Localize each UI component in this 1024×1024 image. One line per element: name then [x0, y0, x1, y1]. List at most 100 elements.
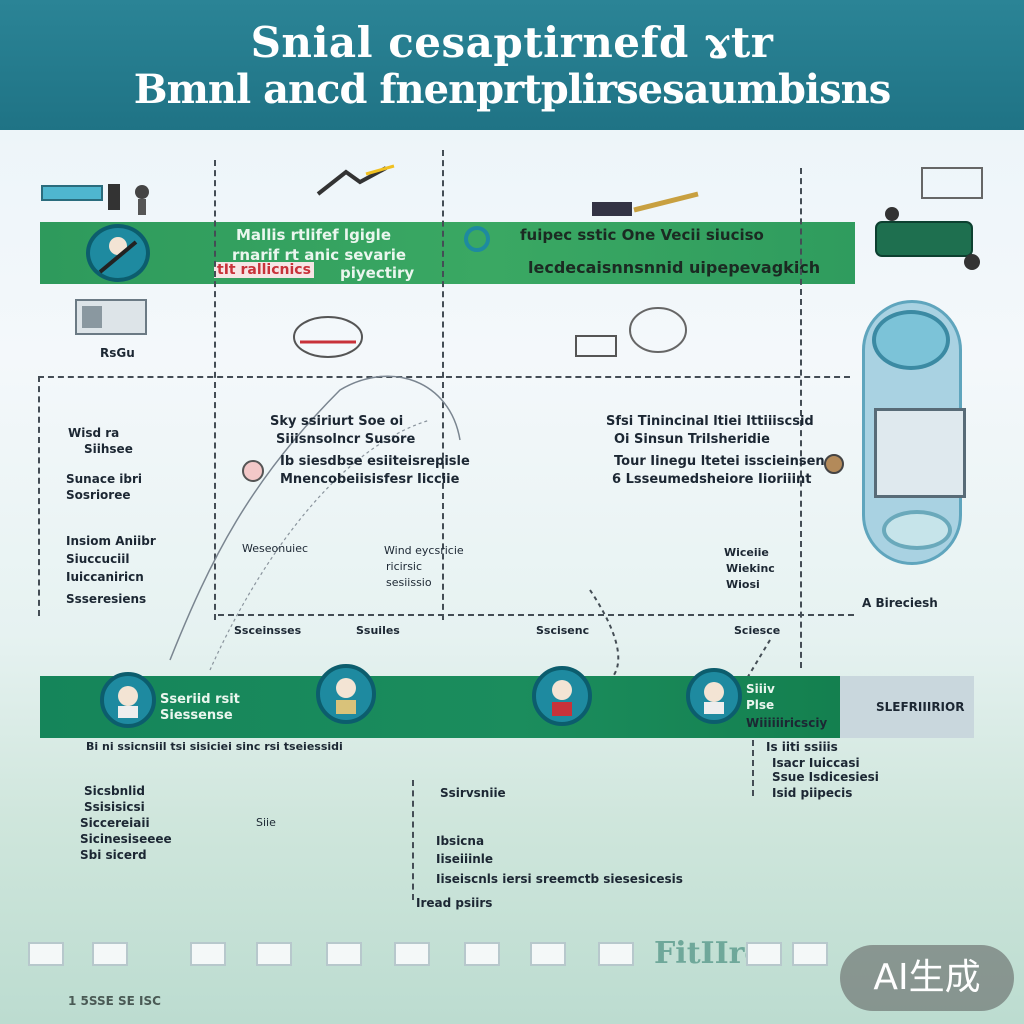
thumbnail-icon — [326, 942, 362, 966]
mid-right-text: 6 Lsseumedsheiore Iioriiint — [612, 472, 812, 487]
bottom-strip-label: FitIIrc — [654, 936, 763, 971]
thumbnail-icon — [792, 942, 828, 966]
mid-left-text: Sky ssiriurt Soe oi — [270, 414, 404, 429]
bottom-left-text: Ssisisicsi — [84, 800, 145, 814]
divider — [38, 376, 40, 616]
scientist-icon — [86, 224, 150, 282]
ai-generated-badge: AI生成 — [840, 945, 1014, 1011]
pin-icon — [824, 454, 844, 474]
left-label: Siihsee — [84, 442, 133, 456]
connector-lines — [169, 375, 771, 690]
bottom-right-text: Isacr Iuiccasi — [772, 756, 860, 770]
person-icon — [100, 672, 156, 728]
step-small-label: Sciesce — [734, 624, 781, 637]
divider — [752, 740, 754, 796]
title-banner: Snial cesaptirnefd ɤtr Bmnl ancd fnenprt… — [0, 0, 1024, 130]
left-label: Sunace ibri — [66, 472, 142, 486]
thumbnail-icon — [530, 942, 566, 966]
mid-small-label: sesiissio — [386, 576, 432, 589]
band-bottom-right-text: Plse — [746, 698, 775, 712]
bottom-mid-text: Iiseiscnls iersi sreemctb siesesicesis — [436, 872, 683, 886]
bottom-mid-last: Iread psiirs — [416, 896, 493, 910]
divider — [38, 376, 850, 378]
equipment-icon — [575, 307, 687, 357]
band-end-label: SLEFRIIIRIOR — [876, 700, 965, 714]
under-band-text: Bi ni ssicnsiil tsi sisiciei sinc rsi ts… — [86, 740, 343, 753]
person-icon — [686, 668, 742, 724]
right-label: A Bireciesh — [862, 596, 938, 610]
mid-small-label: Wiekinc — [726, 562, 775, 575]
left-label: Siuccuciil — [66, 552, 130, 566]
device-icon — [882, 510, 952, 550]
step-small-label: Ssceinsses — [234, 624, 302, 637]
bottom-left-extra: Siie — [256, 816, 276, 829]
left-label: Iuiccaniricn — [66, 570, 144, 584]
left-label: Wisd ra — [68, 426, 120, 440]
bottom-mid-text: Iiseiiinle — [436, 852, 493, 866]
step-small-label: Ssuiles — [356, 624, 400, 637]
mid-small-label: Weseonuiec — [242, 542, 309, 555]
leaf-icon — [464, 226, 490, 252]
band-end-box — [840, 676, 974, 738]
monitor-icon — [874, 408, 966, 498]
divider — [218, 614, 854, 616]
left-small-label: RsGu — [100, 346, 135, 360]
bottom-mid-text: Ssirvsniie — [440, 786, 506, 800]
band-top-right-line1: fuipec sstic One Vecii siuciso — [520, 226, 764, 244]
doctor-icon — [532, 666, 592, 726]
divider — [412, 780, 414, 900]
process-band-top — [40, 222, 855, 284]
bottom-left-text: Sbi sicerd — [80, 848, 147, 862]
vehicle-icon — [592, 191, 699, 216]
thumbnail-icon — [256, 942, 292, 966]
mid-small-label: ricirsic — [386, 560, 423, 573]
bottom-left-text: Siccereiaii — [80, 816, 150, 830]
band-top-right-line2: lecdecaisnnsnnid uipepevagkich — [528, 258, 821, 277]
mid-right-text: Tour Iinegu ltetei isscieinsen — [614, 454, 825, 469]
mid-right-text: Sfsi Tinincinal ltiei Ittiiiscsid — [606, 414, 814, 429]
pin-icon — [242, 460, 264, 482]
thumbnail-icon — [92, 942, 128, 966]
thumbnail-icon — [464, 942, 500, 966]
band-top-left-line1: Mallis rtlifef lgigle — [236, 226, 391, 244]
divider — [800, 168, 802, 668]
machine-icon — [41, 184, 149, 215]
bird-icon — [316, 164, 395, 196]
bottom-right-text: Is iiti ssiiis — [766, 740, 838, 754]
mid-small-label: Wiceiie — [724, 546, 769, 559]
mid-left-text: Mnencobeiisisfesr Iicciie — [280, 472, 460, 487]
thumbnail-icon — [598, 942, 634, 966]
left-label: Sosrioree — [66, 488, 131, 502]
thumbnail-icon — [28, 942, 64, 966]
bottom-far-left-label: 1 5SSE SE ISC — [68, 994, 161, 1008]
left-label: Ssseresiens — [66, 592, 147, 606]
thumbnail-icon — [746, 942, 782, 966]
band-top-left-line3: piyectiry — [340, 264, 415, 282]
band-bottom-right-text: Wiiiiiiricsciy — [746, 716, 828, 730]
left-label: Insiom Aniibr — [66, 534, 156, 548]
page-subtitle: Bmnl ancd fnenprtplirsesaumbisns — [133, 66, 891, 113]
bottom-left-text: Sicsbnlid — [84, 784, 145, 798]
band-bottom-left-text: Sseriid rsit Siessense — [160, 692, 240, 723]
bowl-icon — [293, 316, 363, 358]
bottom-right-text: Ssue Isdicesiesi — [772, 770, 879, 784]
mid-left-text: Ib siesdbse esiiteisrepisle — [280, 454, 470, 469]
factory-icon — [875, 167, 983, 270]
divider — [442, 150, 444, 620]
mid-left-text: Siiisnsolncr Susore — [276, 432, 416, 447]
divider — [214, 160, 216, 620]
thumbnail-icon — [190, 942, 226, 966]
bottom-left-text: Sicinesiseeee — [80, 832, 172, 846]
step-small-label: Sscisenc — [536, 624, 590, 637]
band-bottom-right-text: Siiiv — [746, 682, 775, 696]
band-top-red-label: tIt rallicnics — [214, 262, 314, 278]
thumbnail-icon — [394, 942, 430, 966]
page-title: Snial cesaptirnefd ɤtr — [250, 18, 774, 67]
mid-small-label: Wiosi — [726, 578, 760, 591]
mid-right-text: Oi Sinsun Trilsheridie — [614, 432, 770, 447]
mid-small-label: Wind eycsricie — [384, 544, 464, 557]
band-top-left-line2: rnarif rt anic sevarie — [232, 246, 407, 264]
robot-icon — [872, 310, 950, 370]
bottom-right-text: Isid piipecis — [772, 786, 853, 800]
scientist-icon — [316, 664, 376, 724]
